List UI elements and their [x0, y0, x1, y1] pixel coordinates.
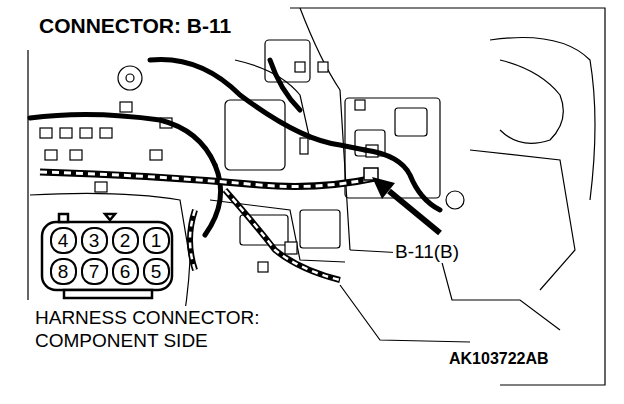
- pin-number: 8: [58, 262, 69, 281]
- pin-number: 4: [58, 231, 69, 250]
- pin-cell: 1: [143, 227, 170, 254]
- pin-cell: 8: [50, 258, 77, 285]
- connector-face: [42, 214, 172, 298]
- pin-number: 3: [89, 231, 100, 250]
- pin-number: 1: [151, 231, 162, 250]
- pin-cell: 4: [50, 227, 77, 254]
- pin-number: 6: [120, 262, 131, 281]
- outline-frame: [28, 8, 605, 385]
- pin-number: 5: [151, 262, 162, 281]
- harness-solid: [30, 59, 440, 235]
- pin-cell: 7: [81, 258, 108, 285]
- pin-cell: 6: [112, 258, 139, 285]
- pin-number: 2: [120, 231, 131, 250]
- pin-cell: 5: [143, 258, 170, 285]
- connector-b11-location: [364, 168, 440, 233]
- small-connectors: [40, 62, 378, 272]
- connector-callout: B-11(B): [393, 241, 461, 263]
- view-note: HARNESS CONNECTOR: COMPONENT SIDE: [33, 306, 317, 352]
- pin-number: 7: [89, 262, 100, 281]
- pin-cell: 2: [112, 227, 139, 254]
- figure-code: AK103722AB: [447, 350, 551, 368]
- diagram-title: CONNECTOR: B-11: [36, 14, 234, 38]
- pin-cell: 3: [81, 227, 108, 254]
